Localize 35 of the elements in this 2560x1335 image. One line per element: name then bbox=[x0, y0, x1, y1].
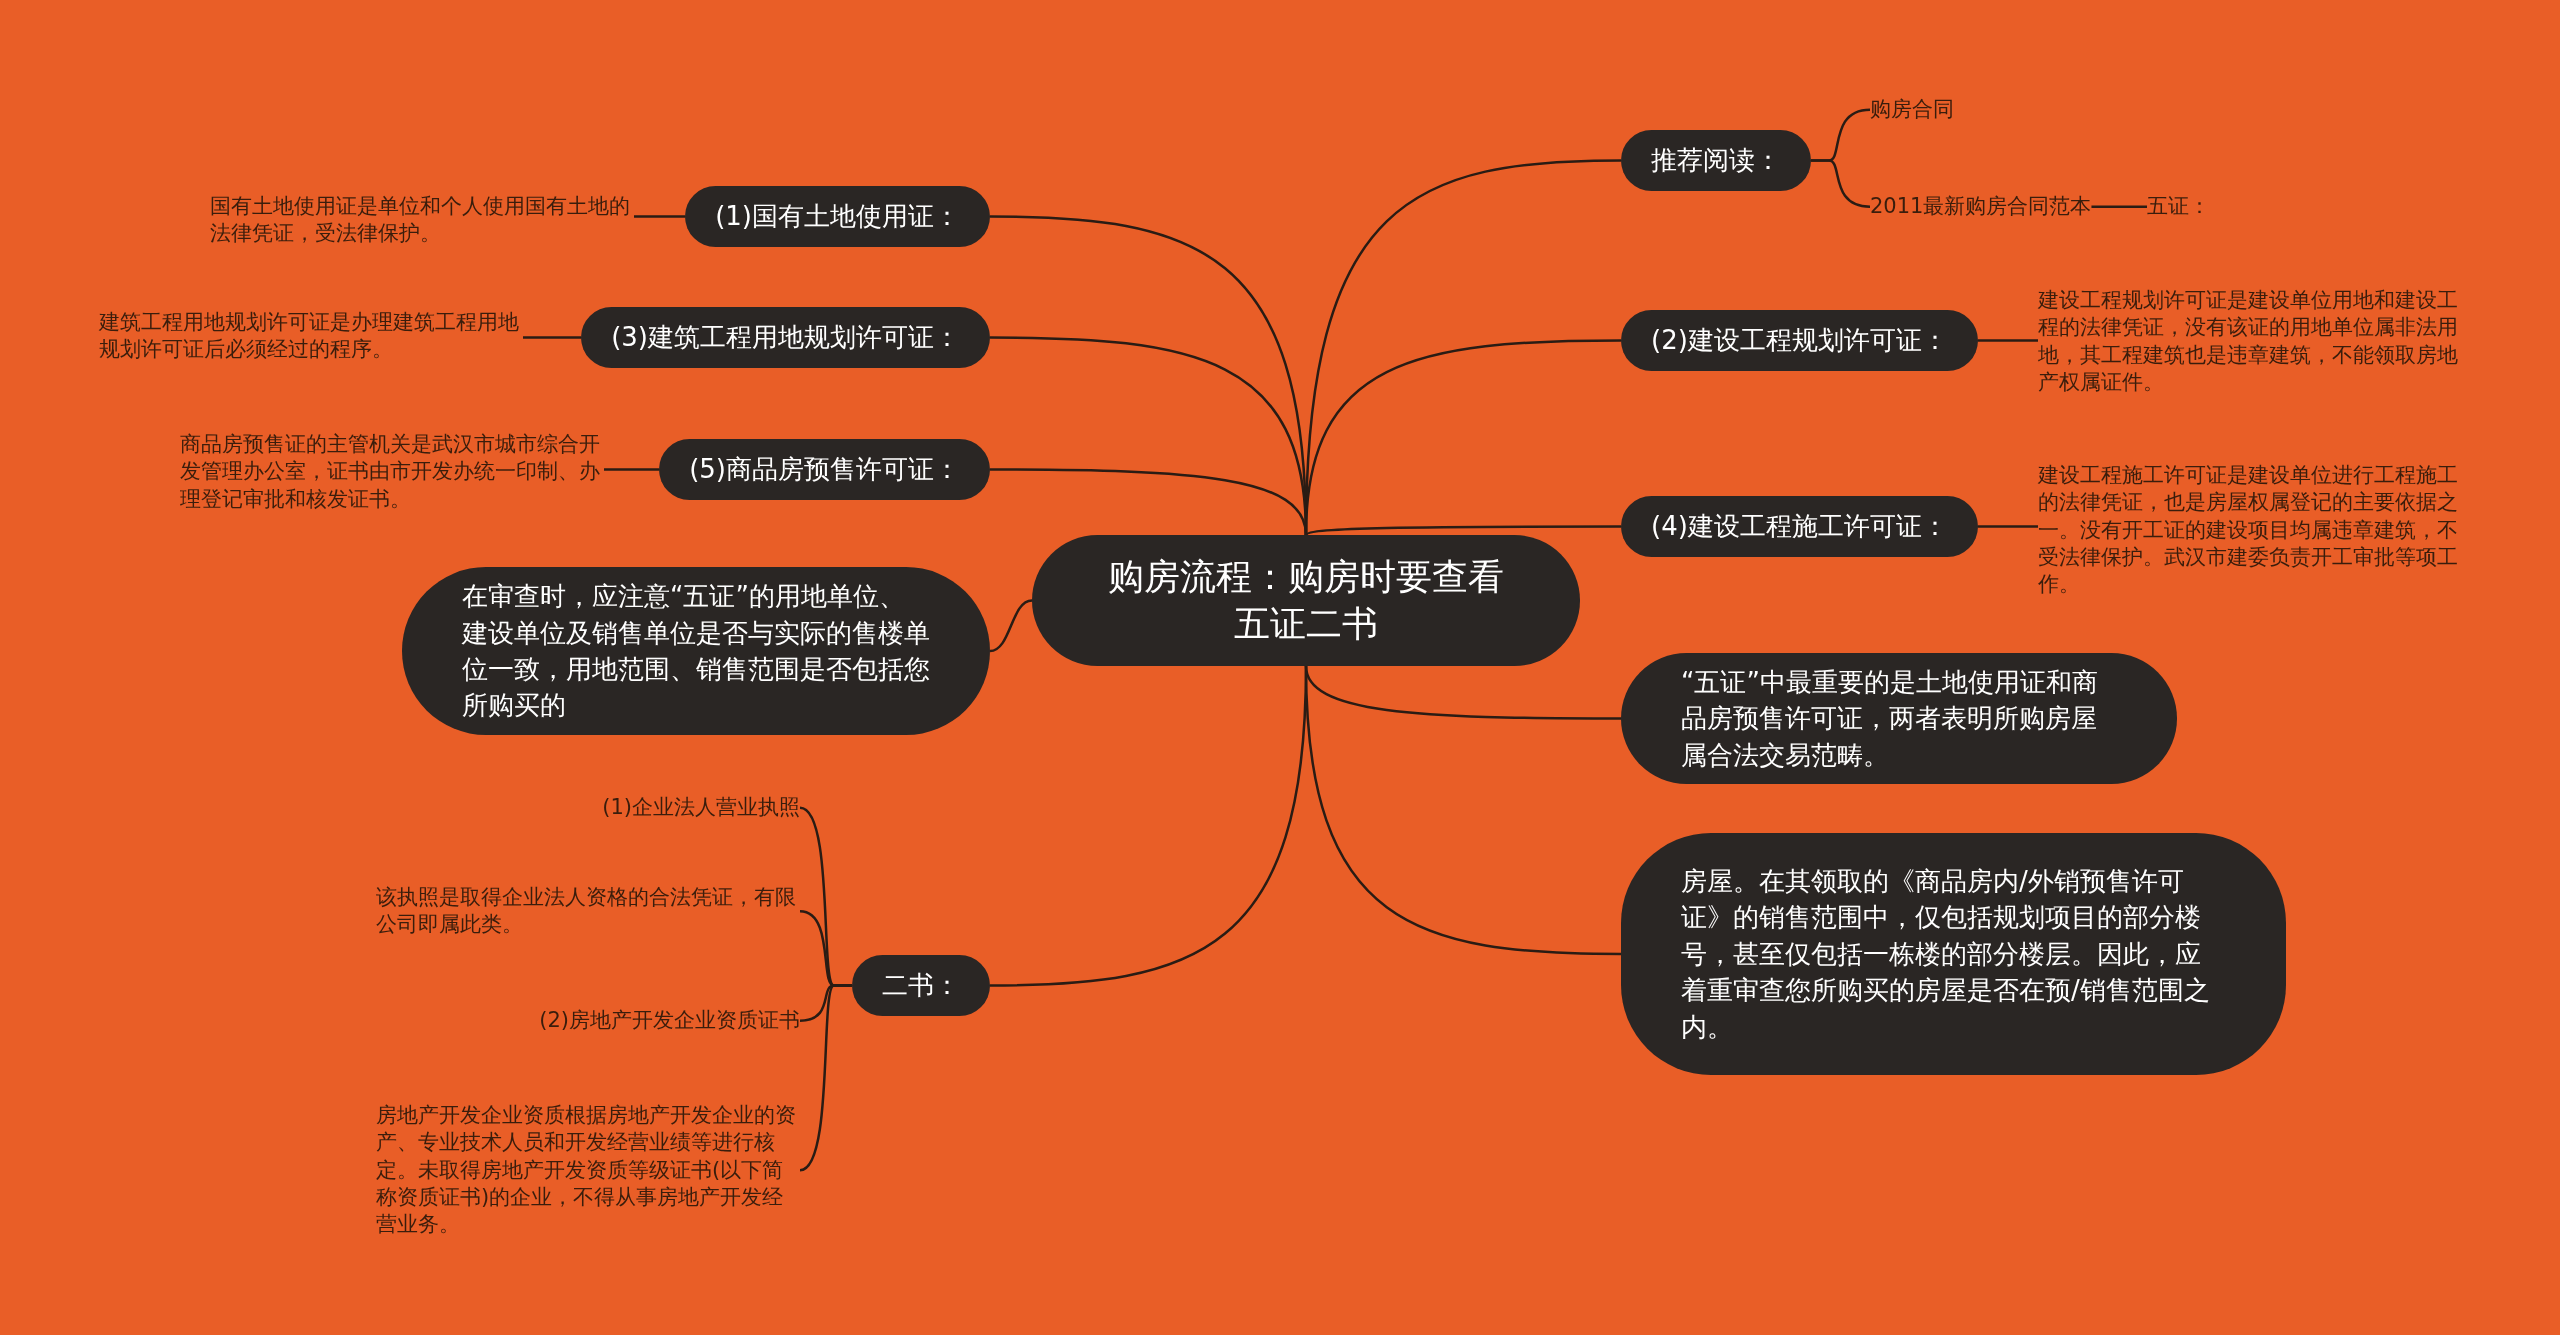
note-text: 建筑工程用地规划许可证是办理建筑工程用地规划许可证后必须经过的程序。 bbox=[99, 309, 523, 364]
connector-line bbox=[634, 215, 686, 218]
topic-pill: 二书： bbox=[852, 955, 990, 1016]
note-pill: “五证”中最重要的是土地使用证和商品房预售许可证，两者表明所购房屋属合法交易范畴。 bbox=[1621, 653, 2177, 784]
note-text: 建设工程施工许可证是建设单位进行工程施工的法律凭证，也是房屋权属登记的主要依据之一。没有开工证的建设项目均属违章建筑，不受法律保护。武汉市建委负责开工审批等项工作。 bbox=[2038, 462, 2462, 599]
topic-pill: (2)建设工程规划许可证： bbox=[1621, 310, 1978, 371]
note-pill: 房屋。在其领取的《商品房内/外销预售许可证》的销售范围中，仅包括规划项目的部分楼号，甚至仅包括一栋楼的部分楼层。因此，应着重审查您所购买的房屋是否在预/销售范围之内。 bbox=[1621, 833, 2286, 1075]
topic-pill: (3)建筑工程用地规划许可证： bbox=[581, 307, 990, 368]
note-text: 该执照是取得企业法人资格的合法凭证，有限公司即属此类。 bbox=[376, 884, 800, 939]
note-text: 2011最新购房合同范本 bbox=[1870, 193, 2092, 221]
note-text: 商品房预售证的主管机关是武汉市城市综合开发管理办公室，证书由市开发办统一印制、办理登记审批和核发证书。 bbox=[180, 431, 604, 513]
note-text: 购房合同 bbox=[1870, 96, 1954, 124]
note-text: (1)企业法人营业执照 bbox=[602, 794, 800, 822]
note-text: (2)房地产开发企业资质证书 bbox=[539, 1007, 800, 1035]
connector-line bbox=[2091, 205, 2147, 208]
connector-line bbox=[1977, 525, 2038, 528]
topic-pill: (1)国有土地使用证： bbox=[685, 186, 990, 247]
connector-line bbox=[1977, 339, 2038, 342]
connector-line bbox=[990, 468, 1308, 536]
topic-pill: (5)商品房预售许可证： bbox=[659, 439, 990, 500]
connector-line bbox=[799, 984, 852, 1172]
connector-line bbox=[1811, 159, 1871, 208]
note-text: 国有土地使用证是单位和个人使用国有土地的法律凭证，受法律保护。 bbox=[210, 193, 634, 248]
topic-pill: (4)建设工程施工许可证： bbox=[1621, 496, 1978, 557]
central-topic: 购房流程：购房时要查看五证二书 bbox=[1032, 535, 1580, 666]
connector-line bbox=[523, 336, 582, 339]
note-text: 房地产开发企业资质根据房地产开发企业的资产、专业技术人员和开发经营业绩等进行核定。未取得房地产开发资质等级证书(以下简称资质证书)的企业，不得从事房地产开发经营业务。 bbox=[376, 1102, 800, 1239]
connector-line bbox=[1305, 525, 1621, 537]
connector-line bbox=[604, 468, 660, 471]
note-pill: 在审查时，应注意“五证”的用地单位、建设单位及销售单位是否与实际的售楼单位一致，用地范围、销售范围是否包括您所购买的 bbox=[402, 567, 990, 735]
topic-pill: 推荐阅读： bbox=[1621, 130, 1811, 191]
connector-line bbox=[989, 665, 1308, 987]
note-text: 建设工程规划许可证是建设单位用地和建设工程的法律凭证，没有该证的用地单位属非法用地，其工程建筑也是违章建筑，不能领取房地产权属证件。 bbox=[2038, 287, 2462, 397]
connector-line bbox=[989, 599, 1033, 653]
note-text: 五证： bbox=[2147, 193, 2210, 221]
